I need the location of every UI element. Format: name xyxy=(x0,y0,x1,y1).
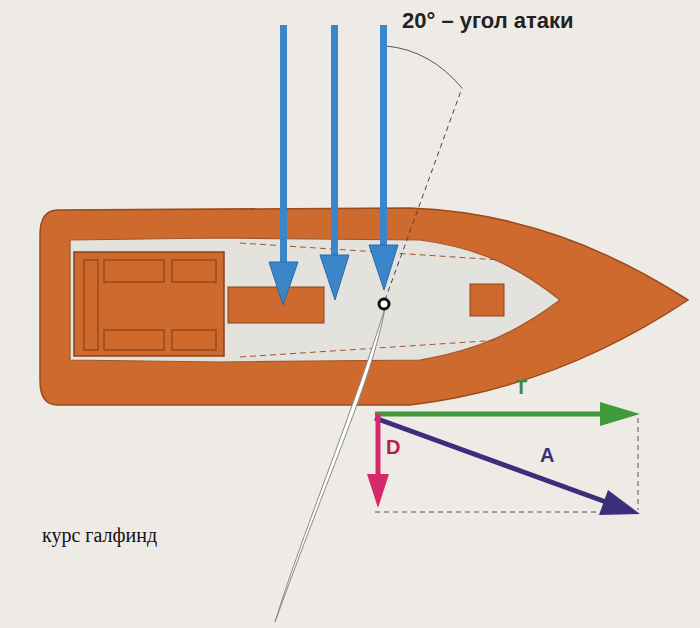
chord-line xyxy=(385,88,462,300)
course-label: курс галфинд xyxy=(42,524,157,547)
angle-label: 20° – угол атаки xyxy=(402,8,574,34)
deck xyxy=(70,238,560,362)
sail xyxy=(275,308,385,622)
angle-arc xyxy=(386,46,462,88)
force-label: A xyxy=(540,444,554,467)
cockpit xyxy=(74,252,224,356)
construction-line xyxy=(375,512,636,513)
wind-arrows xyxy=(269,25,398,305)
construction-line xyxy=(638,418,639,510)
mast xyxy=(379,299,389,309)
force-D xyxy=(367,414,389,508)
hatch xyxy=(228,287,324,323)
force-T xyxy=(375,402,640,426)
fore-hatch xyxy=(470,284,504,316)
force-A xyxy=(375,418,640,515)
force-label: T xyxy=(515,376,527,399)
force-label: D xyxy=(386,436,400,459)
